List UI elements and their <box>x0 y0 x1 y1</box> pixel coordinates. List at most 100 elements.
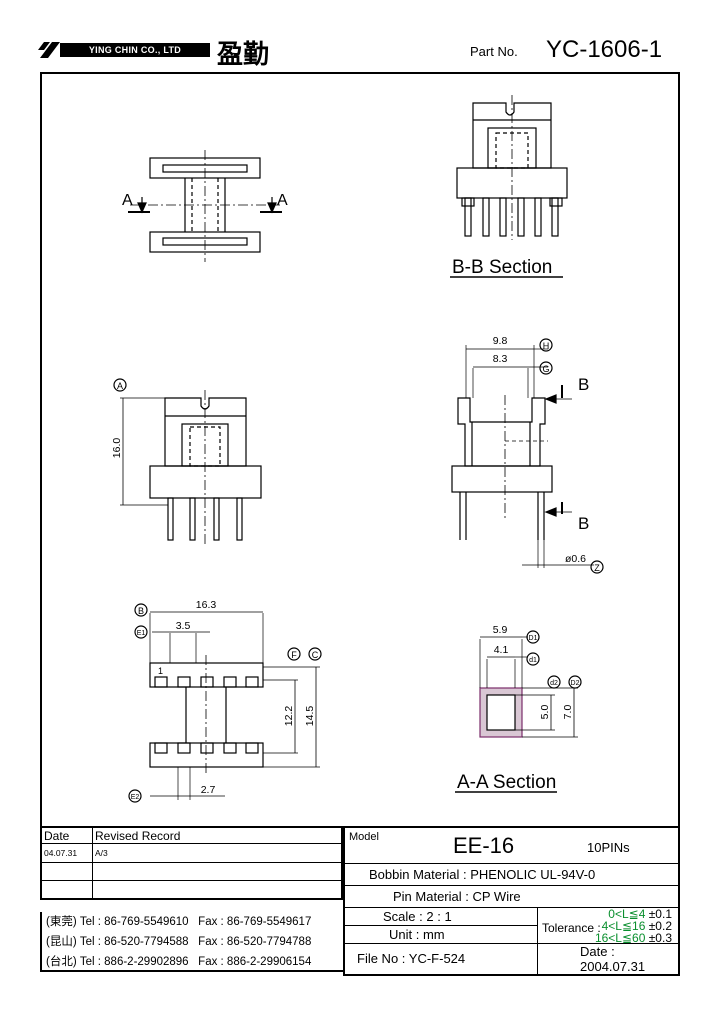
bobbin-material-label: Bobbin Material : <box>369 866 467 882</box>
contact-city: (昆山) <box>46 936 77 948</box>
rev-row-record <box>92 862 343 881</box>
tolerance-row: 0<L≦4 ±0.1 <box>595 908 672 920</box>
model-value: EE-16 <box>453 833 515 858</box>
dim-5-9: 5.9 <box>493 624 508 636</box>
rev-row-date <box>40 862 93 881</box>
contact-fax: Fax : 86-769-5549617 <box>198 916 312 928</box>
aa-section-view <box>455 630 582 793</box>
tolerance-range: 4<L≦16 <box>601 918 646 933</box>
callout-d1-upper: D1 <box>529 635 538 642</box>
part-no-label: Part No. <box>470 44 518 59</box>
bobbin-material-cell: Bobbin Material : PHENOLIC UL-94V-0 <box>343 862 680 886</box>
tolerance-cell: Tolerance : 0<L≦4 ±0.1 4<L≦16 ±0.2 16<L≦… <box>537 906 680 944</box>
pin-1-marker: 1 <box>158 666 163 676</box>
tolerance-value: ±0.2 <box>648 918 672 933</box>
section-mark-b-bottom: B <box>578 514 589 533</box>
contact-city: (東莞) <box>46 916 77 928</box>
contact-fax: Fax : 886-2-29906154 <box>198 956 312 968</box>
pin-material-value: CP Wire <box>472 888 521 904</box>
contact-city: (台北) <box>46 956 77 968</box>
part-no-value: YC-1606-1 <box>546 36 663 63</box>
bb-section-view <box>450 95 568 278</box>
front-view <box>113 378 262 545</box>
company-name-cn: 盈勤 <box>217 40 270 70</box>
dim-16-3: 16.3 <box>196 599 217 611</box>
callout-e1: E1 <box>137 630 146 637</box>
callout-d2-upper: D2 <box>571 680 580 687</box>
file-no-label: File No : <box>357 951 406 966</box>
rev-row-record <box>92 880 343 900</box>
dim-3-5: 3.5 <box>176 620 191 632</box>
tolerance-row: 16<L≦60 ±0.3 <box>595 932 672 944</box>
rev-row-record: A/3 <box>92 843 343 863</box>
contact-list: (東莞) Tel : 86-769-5549610 Fax : 86-769-5… <box>40 912 343 972</box>
tolerance-value: ±0.1 <box>648 906 672 921</box>
callout-a: A <box>117 381 123 391</box>
date-value: 2004.07.31 <box>580 958 646 974</box>
pin-material-cell: Pin Material : CP Wire <box>343 884 680 908</box>
tolerance-range: 16<L≦60 <box>594 930 646 945</box>
tolerance-range: 0<L≦4 <box>608 906 646 921</box>
file-no-value: YC-F-524 <box>408 951 466 966</box>
bb-section-title: B-B Section <box>452 257 552 278</box>
rev-row-date: 04.07.31 <box>40 843 93 863</box>
tolerance-value: ±0.3 <box>648 930 672 945</box>
contact-tel: Tel : 886-2-29902896 <box>79 956 189 968</box>
scale-label: Scale : <box>383 908 423 924</box>
top-view <box>128 150 282 262</box>
model-cell: Model EE-16 10PINs <box>343 826 680 864</box>
tolerance-list: 0<L≦4 ±0.1 4<L≦16 ±0.2 16<L≦60 ±0.3 <box>595 908 672 944</box>
callout-d1-lower: d1 <box>529 657 537 664</box>
dim-7-0: 7.0 <box>562 705 574 720</box>
scale-value: 2 : 1 <box>426 908 452 924</box>
dim-14-5: 14.5 <box>304 706 316 727</box>
dim-9-8: 9.8 <box>493 335 508 347</box>
tolerance-row: 4<L≦16 ±0.2 <box>595 920 672 932</box>
revision-table: Date Revised Record 04.07.31 A/3 <box>40 826 343 900</box>
rev-date-header: Date <box>40 826 93 844</box>
callout-h: H <box>543 341 550 351</box>
dim-pin-dia: ø0.6 <box>565 553 586 565</box>
company-logo-icon <box>38 42 60 58</box>
side-view <box>451 338 604 574</box>
dim-4-1: 4.1 <box>494 644 509 656</box>
section-mark-a-right: A <box>277 192 288 209</box>
model-label: Model <box>349 831 379 843</box>
unit-value: mm <box>422 926 445 942</box>
contact-row: (昆山) Tel : 86-520-7794588 Fax : 86-520-7… <box>42 932 343 952</box>
section-mark-a-left: A <box>122 192 133 209</box>
technical-drawing: A A B-B Section 16.0 A <box>111 95 604 803</box>
dim-5-0: 5.0 <box>539 705 551 720</box>
company-name-en: YING CHIN CO., LTD <box>60 43 210 57</box>
dim-2-7: 2.7 <box>201 784 216 796</box>
specification-table: Model EE-16 10PINs Bobbin Material : PHE… <box>343 826 680 976</box>
contact-tel: Tel : 86-769-5549610 <box>79 916 189 928</box>
contact-row: (東莞) Tel : 86-769-5549610 Fax : 86-769-5… <box>42 912 343 932</box>
rev-row-date <box>40 880 93 900</box>
dim-8-3: 8.3 <box>493 353 508 365</box>
section-mark-b-top: B <box>578 375 589 394</box>
unit-label: Unit : <box>389 926 420 942</box>
callout-g: G <box>542 364 549 374</box>
contact-row: (台北) Tel : 886-2-29902896 Fax : 886-2-29… <box>42 952 343 972</box>
contact-fax: Fax : 86-520-7794788 <box>198 936 312 948</box>
callout-e2: E2 <box>131 794 140 801</box>
bottom-view <box>128 603 322 803</box>
unit-cell: Unit : mm <box>343 924 538 944</box>
contact-tel: Tel : 86-520-7794588 <box>79 936 189 948</box>
callout-d2-lower: d2 <box>550 680 558 687</box>
callout-b: B <box>138 606 144 616</box>
tolerance-label: Tolerance : <box>542 920 601 935</box>
callout-f: F <box>291 650 297 660</box>
date-label: Date : <box>580 943 615 959</box>
callout-z: Z <box>594 563 600 573</box>
scale-cell: Scale : 2 : 1 <box>343 906 538 926</box>
pin-material-label: Pin Material : <box>393 888 469 904</box>
file-no-cell: File No : YC-F-524 <box>343 942 538 975</box>
bobbin-material-value: PHENOLIC UL-94V-0 <box>470 866 596 882</box>
callout-c: C <box>312 650 319 660</box>
dim-12-2: 12.2 <box>283 706 295 727</box>
pin-count: 10PINs <box>587 840 630 855</box>
aa-section-title: A-A Section <box>457 772 556 793</box>
dim-16-0: 16.0 <box>111 438 123 459</box>
